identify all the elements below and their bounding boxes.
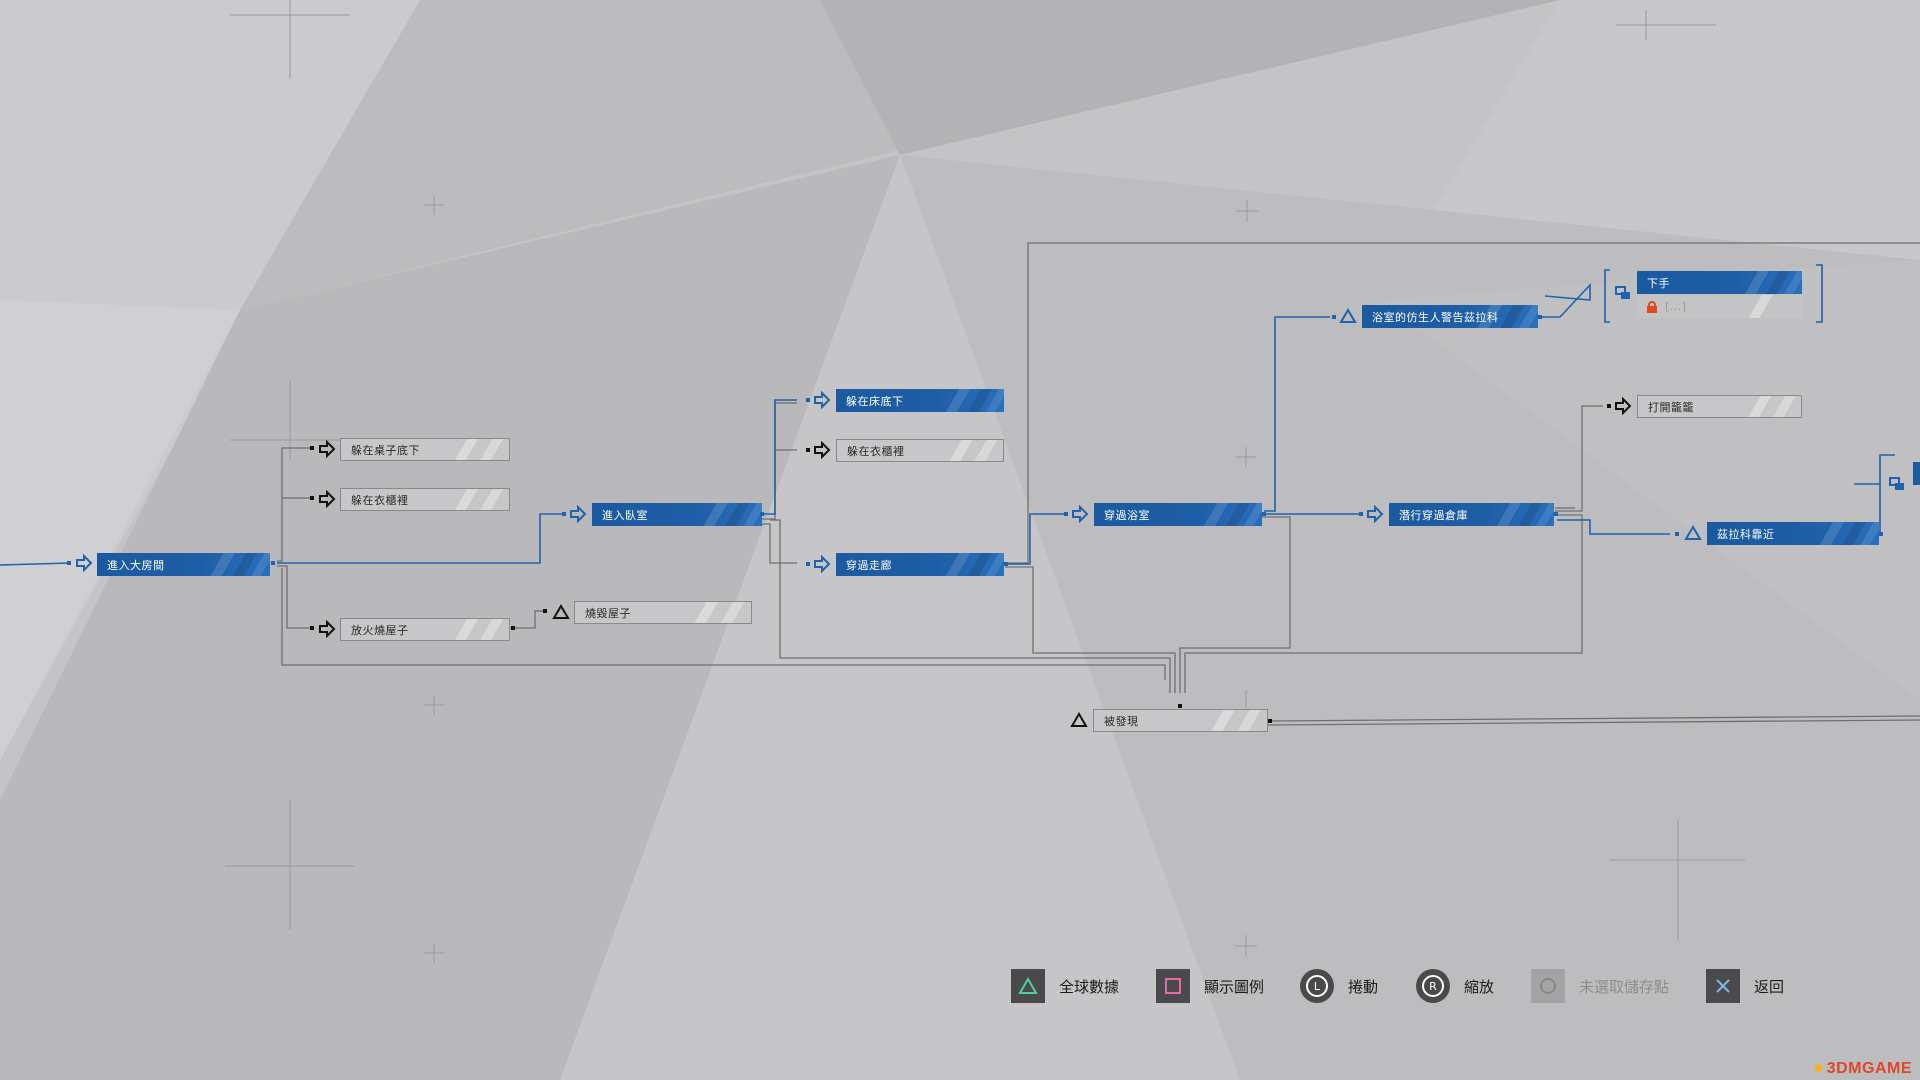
lock-icon (1647, 300, 1657, 313)
connector-dot (1607, 404, 1611, 408)
control-label: 縮放 (1464, 977, 1495, 996)
connector-dot (67, 561, 71, 565)
svg-text:L: L (1314, 980, 1321, 993)
control-global-stats[interactable]: 全球數據 (1011, 969, 1119, 1003)
control-show-legend[interactable]: 顯示圖例 (1156, 969, 1264, 1003)
connector-dot (1879, 532, 1883, 536)
connector-dot (806, 398, 810, 402)
node-offscreen-right[interactable] (1913, 462, 1920, 485)
node-strike[interactable]: 下手 (1637, 271, 1802, 294)
watermark-logo: ●3DMGAME (1813, 1057, 1912, 1077)
connector-dot (1675, 532, 1679, 536)
connector-dot (562, 512, 566, 516)
connector-dot (310, 626, 314, 630)
node-enter-living-room[interactable]: 進入大房間 (97, 553, 270, 576)
connector-dot (271, 561, 275, 565)
square-button-icon (1156, 969, 1190, 1003)
control-checkpoint: 未選取儲存點 (1531, 969, 1669, 1003)
arrow-icon (319, 440, 336, 458)
triangle-icon (1070, 712, 1088, 727)
connector-dot (1178, 704, 1182, 708)
triangle-icon (1684, 525, 1702, 540)
cross-button-icon (1706, 969, 1740, 1003)
node-zlatko-approaches[interactable]: 茲拉科靠近 (1707, 522, 1879, 545)
arrow-icon (319, 490, 336, 508)
connector-dot (1538, 315, 1542, 319)
connector-dot (1064, 512, 1068, 516)
node-hide-in-closet-1[interactable]: 躲在衣櫃裡 (340, 488, 510, 511)
triangle-icon (552, 604, 570, 619)
control-zoom[interactable]: R 縮放 (1416, 969, 1494, 1003)
arrow-icon (814, 391, 831, 409)
control-label: 顯示圖例 (1204, 977, 1265, 996)
link-icon (1615, 286, 1630, 299)
arrow-icon (319, 620, 336, 638)
control-scroll[interactable]: L 捲動 (1300, 969, 1378, 1003)
left-stick-icon: L (1300, 969, 1334, 1003)
locked-node-label: [...] (1665, 300, 1687, 313)
node-sneak-garage[interactable]: 潛行穿過倉庫 (1389, 503, 1554, 526)
arrow-icon (1072, 505, 1089, 523)
node-bathroom-android-warns[interactable]: 浴室的仿生人警告茲拉科 (1362, 305, 1538, 328)
circle-button-icon (1531, 969, 1565, 1003)
triangle-icon (1339, 308, 1357, 323)
svg-text:R: R (1429, 980, 1437, 993)
node-hide-under-bed[interactable]: 躲在床底下 (836, 389, 1004, 412)
node-open-cage[interactable]: 打開籠籠 (1637, 395, 1802, 418)
control-label: 全球數據 (1059, 977, 1120, 996)
connector-dot (511, 626, 515, 630)
triangle-button-icon (1011, 969, 1045, 1003)
node-cross-corridor[interactable]: 穿過走廊 (836, 553, 1004, 576)
arrow-icon (1367, 505, 1384, 523)
connector-dot (1359, 512, 1363, 516)
control-label: 捲動 (1348, 977, 1379, 996)
node-discovered[interactable]: 被發現 (1093, 709, 1268, 732)
node-hide-in-closet-2[interactable]: 躲在衣櫃裡 (836, 439, 1004, 462)
arrow-icon (1615, 397, 1632, 415)
arrow-icon (814, 441, 831, 459)
connector-dot (806, 562, 810, 566)
node-set-fire[interactable]: 放火燒屋子 (340, 618, 510, 641)
arrow-icon (814, 555, 831, 573)
node-cross-bathroom[interactable]: 穿過浴室 (1094, 503, 1262, 526)
connector-dot (1004, 562, 1008, 566)
link-icon (1889, 477, 1904, 490)
control-back[interactable]: 返回 (1706, 969, 1784, 1003)
control-label: 未選取儲存點 (1579, 977, 1670, 996)
connector-dot (543, 609, 547, 613)
node-locked-unknown: [...] (1637, 295, 1802, 318)
control-label: 返回 (1754, 977, 1785, 996)
right-stick-icon: R (1416, 969, 1450, 1003)
arrow-icon (76, 554, 93, 572)
connector-dot (310, 446, 314, 450)
connector-dot (1554, 512, 1558, 516)
connector-dot (1268, 719, 1272, 723)
connector-dot (310, 496, 314, 500)
node-burn-house[interactable]: 燒毀屋子 (574, 601, 752, 624)
connector-dot (1262, 512, 1266, 516)
node-hide-under-table[interactable]: 躲在桌子底下 (340, 438, 510, 461)
node-enter-bedroom[interactable]: 進入臥室 (592, 503, 762, 526)
arrow-icon (570, 505, 587, 523)
connector-dot (806, 448, 810, 452)
connector-dot (1332, 315, 1336, 319)
connector-dot (760, 512, 764, 516)
